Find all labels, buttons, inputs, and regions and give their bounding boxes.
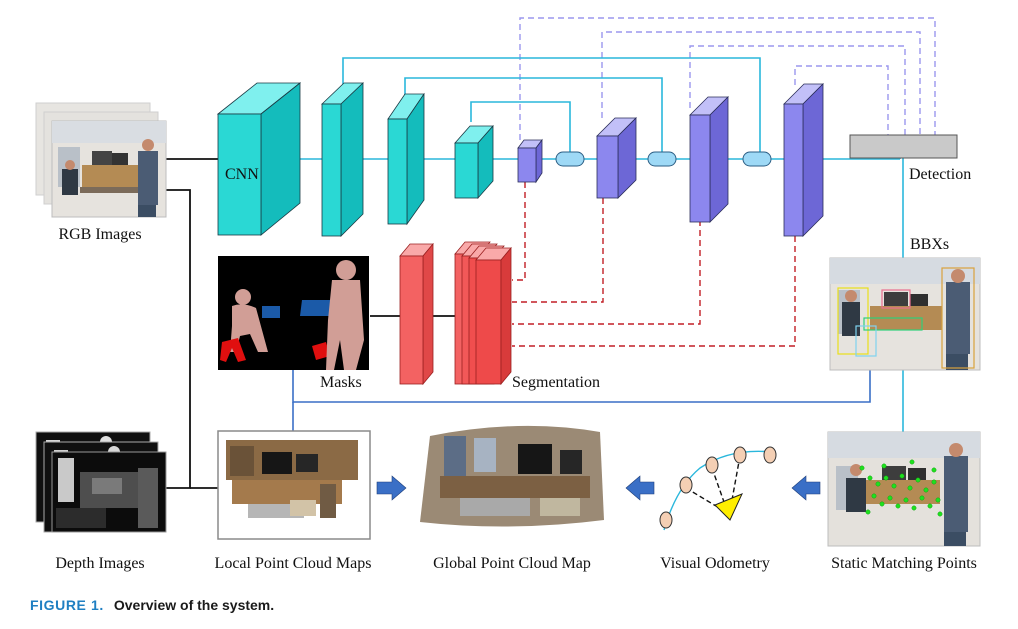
global-point-cloud-map-label: Global Point Cloud Map (433, 555, 591, 572)
figure-number: FIGURE 1. (30, 597, 104, 613)
segmentation-block-2 (454, 241, 512, 386)
upsample-nodes (555, 151, 772, 167)
cnn-block-1 (216, 82, 302, 236)
cnn-encoder (216, 82, 494, 237)
upsample-node-3 (742, 151, 772, 167)
local-point-cloud-maps-label: Local Point Cloud Maps (215, 555, 372, 572)
static-matching-points-image (827, 431, 981, 547)
arrow-to-global-map (376, 475, 407, 501)
rgb-image-stack (35, 102, 167, 218)
detection-head (849, 134, 958, 159)
depth-image-stack (35, 431, 167, 533)
segmentation-head (399, 241, 512, 386)
cnn-block-4 (454, 124, 494, 200)
decoder-block-4 (783, 83, 824, 237)
flow-arrows (376, 475, 821, 501)
cnn-label: CNN (225, 166, 259, 183)
static-matching-points-label: Static Matching Points (831, 555, 977, 572)
detection-label: Detection (909, 166, 971, 183)
figure-caption-text: Overview of the system. (113, 597, 275, 613)
cnn-block-3 (387, 92, 425, 226)
arrow-from-visual-odometry (625, 475, 655, 501)
decoder-block-3 (689, 96, 729, 223)
segmentation-links (512, 182, 796, 347)
decoder-blocks (517, 83, 824, 237)
bbx-image (829, 257, 981, 371)
mask-feedback-line (292, 370, 871, 431)
bbxs-label: BBXs (910, 236, 949, 253)
figure-caption: FIGURE 1. Overview of the system. (30, 597, 274, 613)
rgb-images-label: RGB Images (58, 226, 141, 243)
upsample-node-1 (555, 151, 585, 167)
local-point-cloud-image (217, 430, 371, 540)
detection-links (519, 17, 936, 140)
global-point-cloud-image (407, 424, 617, 544)
decoder-block-1 (517, 138, 543, 184)
skip-links (342, 57, 761, 153)
camera-pose-icon (714, 493, 743, 521)
cnn-block-2 (321, 82, 364, 237)
segmentation-block-1 (399, 242, 434, 386)
visual-odometry-graphic (659, 446, 777, 531)
decoder-block-2 (596, 117, 637, 199)
visual-odometry-label: Visual Odometry (660, 555, 770, 572)
input-lines (165, 158, 455, 489)
masks-label: Masks (320, 374, 362, 391)
arrow-from-static-points (791, 475, 821, 501)
depth-images-label: Depth Images (55, 555, 144, 572)
masks-image (218, 256, 369, 370)
segmentation-label: Segmentation (512, 374, 600, 391)
upsample-node-2 (647, 151, 677, 167)
